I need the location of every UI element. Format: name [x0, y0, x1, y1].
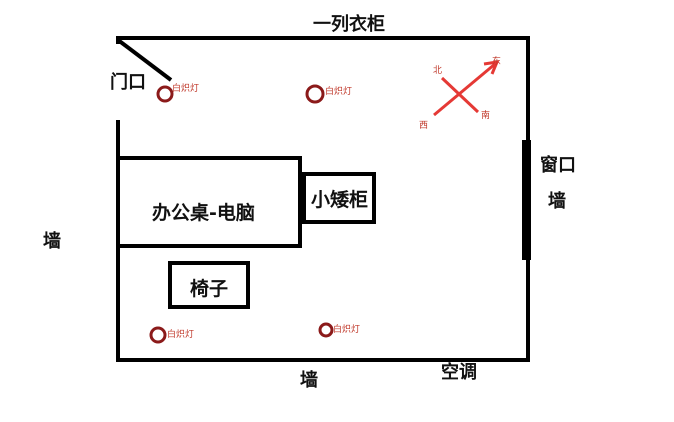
window-label: 窗口 [540, 155, 576, 176]
door-label: 门口 [110, 72, 146, 93]
chair [168, 261, 250, 309]
right-wall-label: 墙 [548, 191, 566, 212]
lamp-label: 白炽灯 [333, 325, 361, 335]
compass-cross-line [440, 76, 480, 114]
compass-arrow [433, 62, 496, 117]
lamp-marker [318, 322, 334, 338]
compass-east: 东 [492, 57, 502, 67]
door-leaf [116, 38, 173, 82]
compass-north: 北 [433, 66, 443, 76]
lamp-label: 白炽灯 [325, 87, 353, 97]
compass-arrowhead [483, 60, 500, 75]
lamp-label: 白炽灯 [167, 330, 195, 340]
wardrobe-label: 一列衣柜 [313, 14, 385, 35]
bottom-wall-label: 墙 [300, 370, 318, 391]
lamp-marker [305, 84, 325, 104]
lamp-marker [149, 326, 167, 344]
window-bar [522, 140, 531, 260]
compass-west: 西 [419, 121, 429, 131]
chair-label: 椅子 [190, 278, 229, 300]
lamp-marker [156, 85, 174, 103]
desk-label: 办公桌-电脑 [152, 202, 255, 224]
aircon-label: 空调 [441, 362, 477, 383]
lamp-label: 白炽灯 [172, 84, 200, 94]
cabinet [302, 172, 376, 224]
left-wall-label: 墙 [43, 231, 61, 252]
desk [116, 156, 302, 248]
cabinet-label: 小矮柜 [311, 189, 369, 211]
compass-south: 南 [481, 111, 491, 121]
